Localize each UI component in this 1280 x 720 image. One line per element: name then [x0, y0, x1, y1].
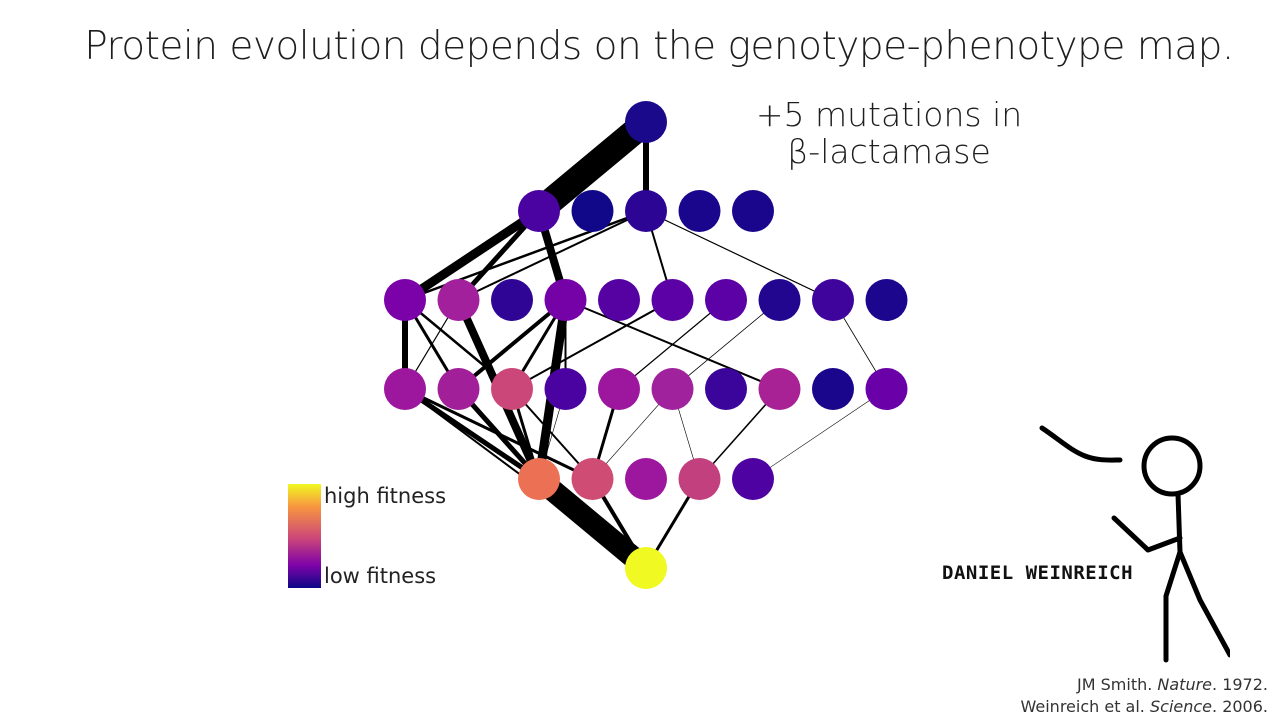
genotype-node: [571, 458, 614, 500]
network-edge: [403, 386, 541, 482]
genotype-node: [865, 279, 908, 321]
genotype-node: [625, 458, 667, 500]
genotype-node: [625, 101, 667, 143]
genotype-node: [384, 279, 426, 321]
references: JM Smith. Nature. 1972. Weinreich et al.…: [1021, 674, 1269, 718]
network-edge: [458, 210, 647, 301]
network-edge: [402, 207, 542, 304]
genotype-node: [437, 279, 480, 321]
person-name-label: DANIEL WEINREICH: [942, 562, 1134, 584]
figure-head: [1141, 435, 1203, 497]
pointing-arm: [1039, 425, 1123, 463]
network-edge: [531, 470, 654, 577]
stick-figure-illustration: [1039, 425, 1230, 663]
network-edge: [618, 299, 727, 390]
genotype-node: [678, 190, 721, 232]
mutations-annotation: +5 mutations in β-lactamase: [748, 96, 1030, 170]
network-nodes: [384, 101, 908, 589]
genotype-node: [437, 368, 480, 410]
network-edges: [402, 112, 887, 577]
legend-high-label: high fitness: [324, 484, 447, 508]
genotype-node: [651, 368, 694, 410]
network-edge: [672, 299, 780, 390]
network-edge: [530, 112, 655, 221]
genotype-node: [571, 190, 614, 232]
genotype-node: [812, 279, 854, 321]
genotype-node: [625, 190, 667, 232]
genotype-node: [544, 368, 587, 410]
genotype-node: [758, 279, 801, 321]
genotype-node: [678, 458, 721, 500]
genotype-node: [625, 547, 667, 589]
legend-low-label: low fitness: [324, 564, 437, 588]
genotype-node: [732, 458, 774, 500]
figure-body: [1175, 491, 1183, 555]
genotype-node: [384, 368, 426, 410]
genotype-node: [812, 368, 854, 410]
genotype-node: [651, 279, 694, 321]
fitness-colorbar: [288, 484, 321, 588]
network-edge: [752, 388, 887, 480]
figure-leg-left: [1163, 549, 1183, 663]
genotype-node: [518, 458, 560, 500]
genotype-node: [758, 368, 801, 410]
genotype-node: [732, 190, 774, 232]
reference-2: Weinreich et al. Science. 2006.: [1020, 697, 1269, 716]
genotype-node: [598, 368, 640, 410]
network-edge: [457, 298, 567, 391]
annotation-line-2: β-lactamase: [787, 132, 991, 171]
figure-leg-right: [1177, 549, 1230, 658]
genotype-node: [491, 279, 533, 321]
figure-arm: [1111, 515, 1183, 553]
genotype-node: [518, 190, 560, 232]
annotation-line-1: +5 mutations in: [755, 95, 1023, 134]
genotype-node: [598, 279, 640, 321]
network-edge: [645, 210, 834, 301]
reference-1: JM Smith. Nature. 1972.: [1077, 675, 1268, 694]
genotype-node: [544, 279, 587, 321]
genotype-node: [705, 368, 747, 410]
genotype-node: [865, 368, 908, 410]
genotype-node: [705, 279, 747, 321]
network-edge: [511, 299, 673, 390]
genotype-node: [491, 368, 533, 410]
page-title: Protein evolution depends on the genotyp…: [84, 24, 1234, 69]
